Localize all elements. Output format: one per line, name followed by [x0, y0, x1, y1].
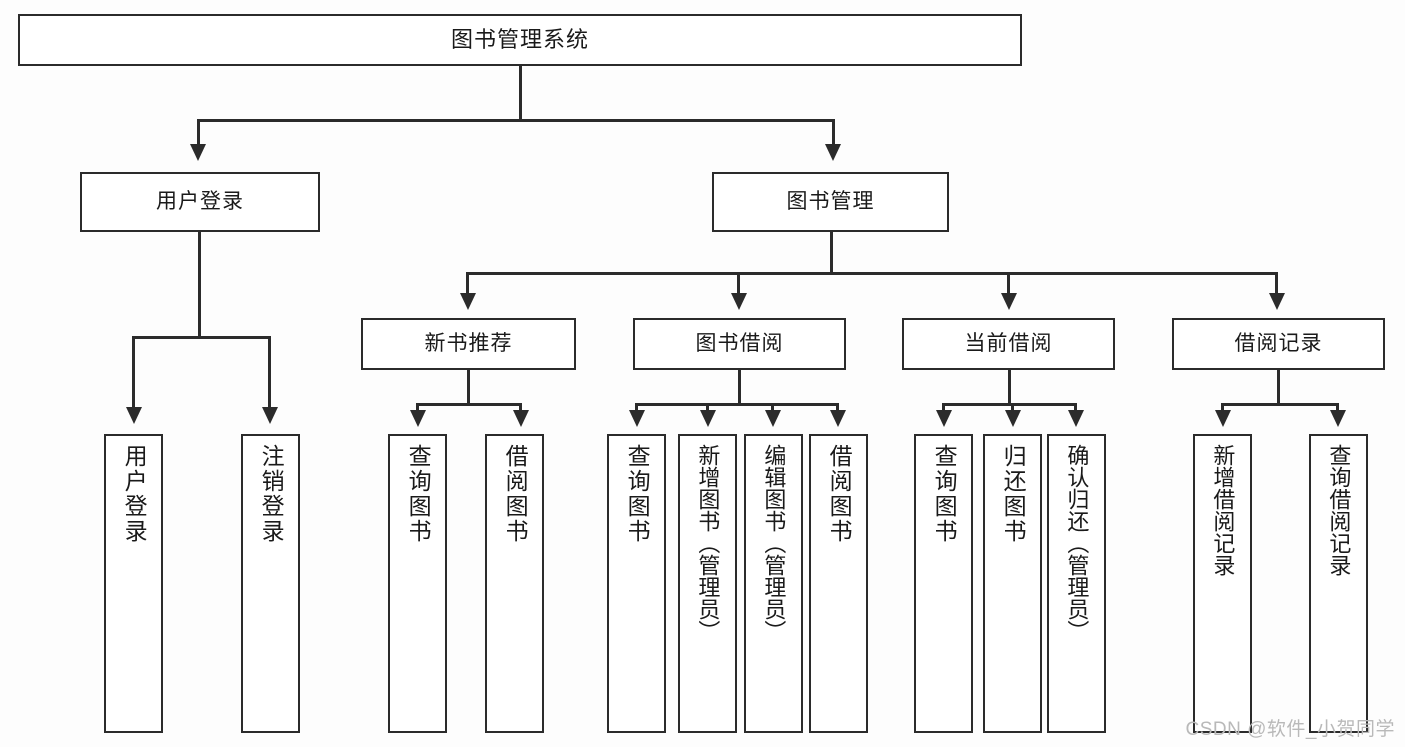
node-label: 借阅图书: [826, 444, 853, 544]
connector-current-borrow-stem: [1008, 370, 1011, 403]
connector-drop-cb1: [942, 403, 945, 412]
watermark-text: CSDN @软件_小贺同学: [1185, 719, 1395, 740]
node-new-book-recommend[interactable]: 新书推荐: [361, 318, 576, 370]
node-label: 借阅记录: [1234, 331, 1323, 355]
node-label: 当前借阅: [964, 331, 1053, 355]
connector-drop-bb4: [836, 403, 839, 412]
node-label: 图书管理系统: [450, 27, 589, 53]
connector-drop-u1: [132, 336, 135, 409]
connector-drop-bb1: [635, 403, 638, 412]
connector-level2-bus: [197, 119, 835, 122]
leaf-logout[interactable]: 注销登录: [241, 434, 300, 733]
leaf-br-add-record[interactable]: 新增借阅记录: [1193, 434, 1252, 733]
node-book-borrow[interactable]: 图书借阅: [633, 318, 846, 370]
leaf-br-query-record[interactable]: 查询借阅记录: [1309, 434, 1368, 733]
arrowhead-cb2: [1005, 410, 1021, 427]
node-label: 图书借阅: [695, 331, 784, 355]
leaf-cb-return-book[interactable]: 归还图书: [983, 434, 1042, 733]
node-root-system[interactable]: 图书管理系统: [18, 14, 1022, 66]
arrowhead-u1: [126, 407, 142, 424]
node-borrow-record[interactable]: 借阅记录: [1172, 318, 1385, 370]
arrowhead-cb1: [936, 410, 952, 427]
node-label: 编辑图书（管理员）: [761, 444, 787, 642]
node-label: 注销登录: [258, 444, 285, 544]
arrowhead-nb2: [513, 410, 529, 427]
connector-drop-nb2: [519, 403, 522, 412]
arrowhead-book-mgmt: [825, 144, 841, 161]
arrowhead-current-borrow: [1001, 293, 1017, 310]
arrowhead-book-borrow: [731, 293, 747, 310]
arrowhead-bb2: [700, 410, 716, 427]
node-label: 查询图书: [624, 444, 651, 544]
arrowhead-borrow-record: [1269, 293, 1285, 310]
node-label: 图书管理: [786, 189, 875, 213]
node-label: 用户登录: [156, 189, 244, 213]
node-label: 归还图书: [1000, 444, 1027, 544]
connector-drop-current-borrow: [1007, 272, 1010, 295]
node-label: 新增图书（管理员）: [695, 444, 721, 642]
node-label: 新书推荐: [424, 331, 513, 355]
connector-borrow-record-stem: [1277, 370, 1280, 403]
connector-new-book-stem: [467, 370, 470, 403]
connector-drop-bb3: [771, 403, 774, 412]
connector-book-borrow-bus: [635, 403, 838, 406]
connector-drop-u2: [268, 336, 271, 409]
connector-current-borrow-bus: [942, 403, 1077, 406]
leaf-user-login[interactable]: 用户登录: [104, 434, 163, 733]
arrowhead-nb1: [410, 410, 426, 427]
connector-drop-book-mgmt: [832, 119, 835, 146]
connector-book-borrow-stem: [738, 370, 741, 403]
connector-book-mgmt-stem: [830, 232, 833, 272]
connector-drop-cb3: [1074, 403, 1077, 412]
arrowhead-new-book: [460, 293, 476, 310]
connector-borrow-record-bus: [1221, 403, 1339, 406]
connector-root-stem: [519, 66, 522, 119]
arrowhead-bb4: [830, 410, 846, 427]
arrowhead-cb3: [1068, 410, 1084, 427]
leaf-nb-borrow-book[interactable]: 借阅图书: [485, 434, 544, 733]
arrowhead-u2: [262, 407, 278, 424]
node-user-login[interactable]: 用户登录: [80, 172, 320, 232]
node-label: 查询图书: [931, 444, 958, 544]
connector-user-login-bus: [132, 336, 268, 339]
connector-new-book-bus: [416, 403, 522, 406]
leaf-cb-query-book[interactable]: 查询图书: [914, 434, 973, 733]
connector-drop-br2: [1336, 403, 1339, 412]
arrowhead-br1: [1215, 410, 1231, 427]
node-label: 查询图书: [405, 444, 432, 544]
leaf-bb-query-book[interactable]: 查询图书: [607, 434, 666, 733]
connector-level3-bus: [466, 272, 1278, 275]
node-label: 确认归还（管理员）: [1064, 444, 1090, 642]
node-label: 查询借阅记录: [1326, 444, 1352, 576]
node-current-borrow[interactable]: 当前借阅: [902, 318, 1115, 370]
connector-drop-nb1: [416, 403, 419, 412]
leaf-bb-borrow-book[interactable]: 借阅图书: [809, 434, 868, 733]
node-label: 新增借阅记录: [1210, 444, 1236, 576]
connector-drop-book-borrow: [737, 272, 740, 295]
connector-drop-br1: [1221, 403, 1224, 412]
leaf-nb-query-book[interactable]: 查询图书: [388, 434, 447, 733]
leaf-bb-add-book-admin[interactable]: 新增图书（管理员）: [678, 434, 737, 733]
node-label: 借阅图书: [502, 444, 529, 544]
arrowhead-br2: [1330, 410, 1346, 427]
connector-drop-user-login: [197, 119, 200, 146]
connector-drop-borrow-record: [1275, 272, 1278, 295]
node-book-management[interactable]: 图书管理: [712, 172, 949, 232]
arrowhead-bb1: [629, 410, 645, 427]
node-label: 用户登录: [121, 444, 148, 544]
connector-drop-bb2: [706, 403, 709, 412]
arrowhead-bb3: [765, 410, 781, 427]
arrowhead-user-login: [190, 144, 206, 161]
connector-drop-cb2: [1011, 403, 1014, 412]
connector-drop-new-book: [466, 272, 469, 295]
connector-user-login-stem: [198, 232, 201, 336]
leaf-cb-confirm-return-admin[interactable]: 确认归还（管理员）: [1047, 434, 1106, 733]
leaf-bb-edit-book-admin[interactable]: 编辑图书（管理员）: [744, 434, 803, 733]
